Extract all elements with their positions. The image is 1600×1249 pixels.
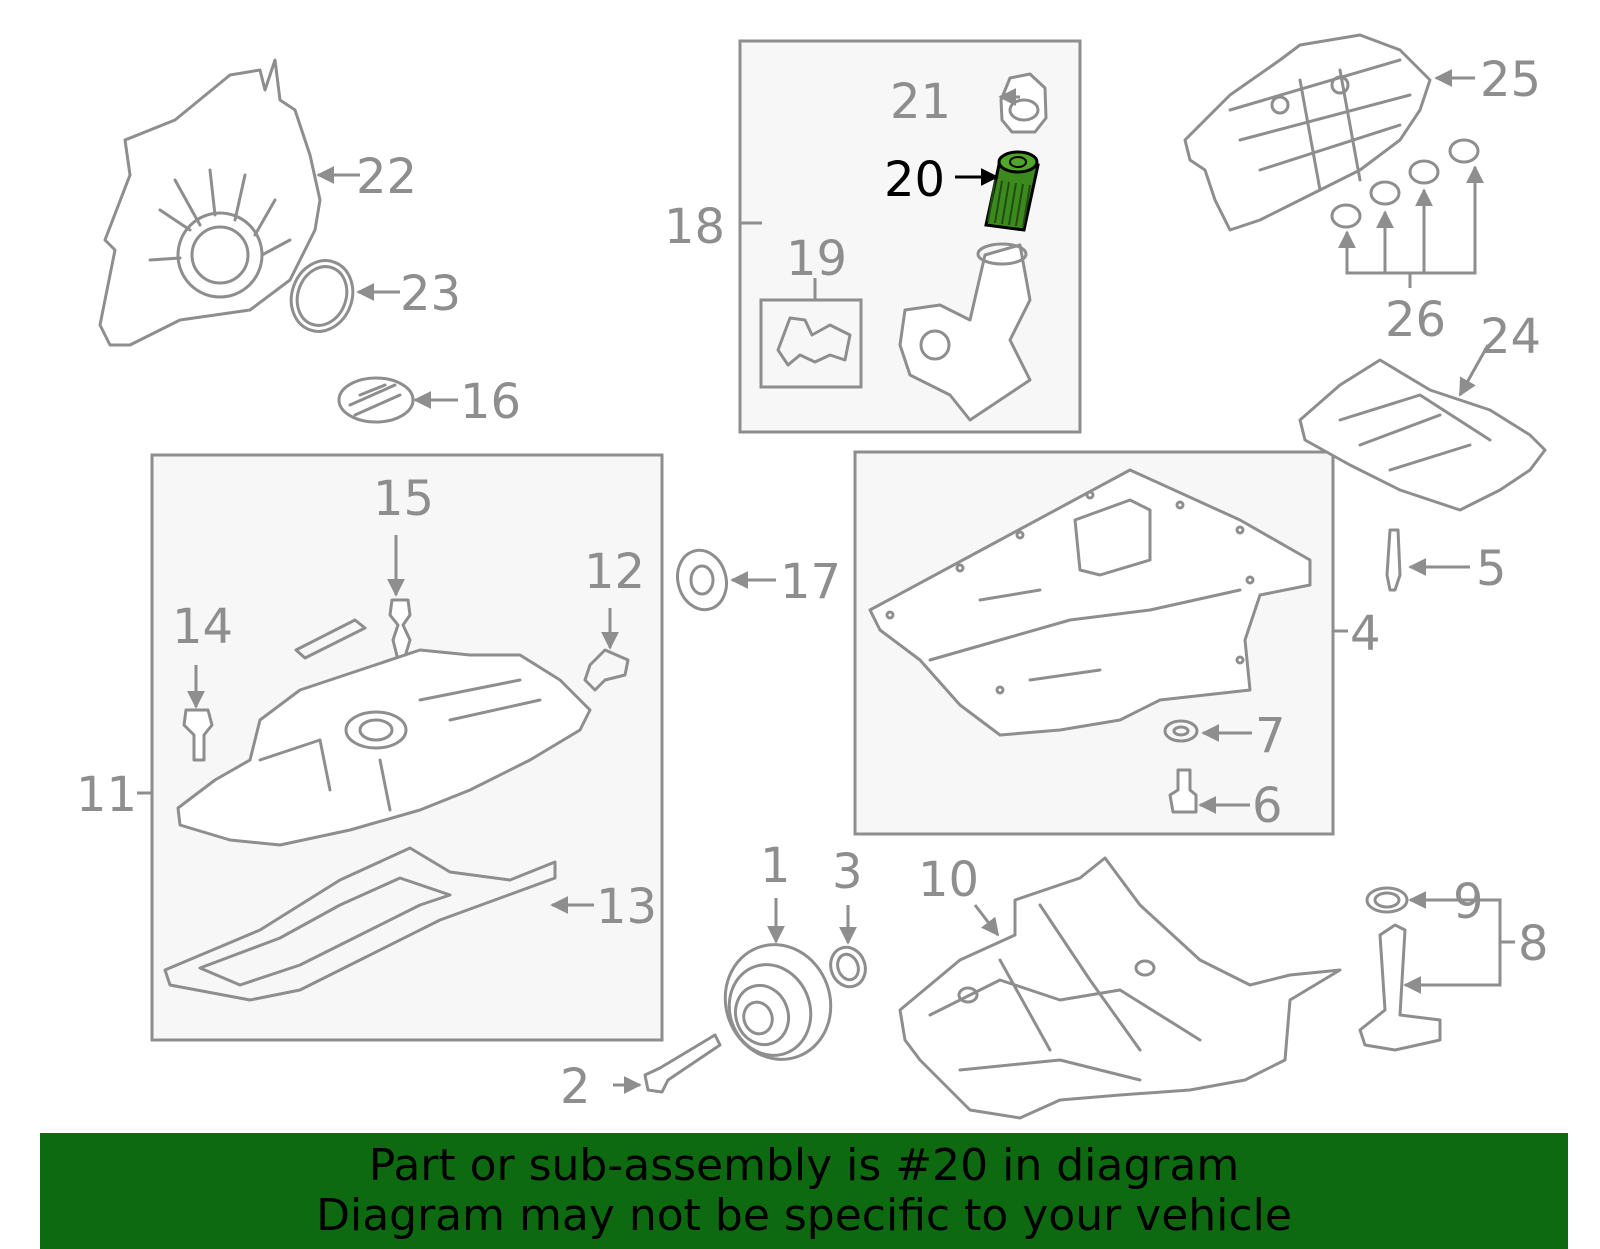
callout-26[interactable]: 26 xyxy=(1385,292,1446,348)
banner-line-disclaimer: Diagram may not be specific to your vehi… xyxy=(316,1190,1292,1241)
callout-3[interactable]: 3 xyxy=(832,844,863,900)
seal-ring-part[interactable] xyxy=(281,252,362,340)
callout-23[interactable]: 23 xyxy=(400,266,461,322)
baffle-plate-part[interactable] xyxy=(1298,358,1547,512)
callout-9[interactable]: 9 xyxy=(1453,874,1484,930)
callout-20[interactable]: 20 xyxy=(884,152,945,208)
idler-pulley-part[interactable] xyxy=(671,545,733,615)
callout-5[interactable]: 5 xyxy=(1476,541,1507,597)
callout-7[interactable]: 7 xyxy=(1255,708,1286,764)
callout-10[interactable]: 10 xyxy=(918,852,979,908)
callout-15[interactable]: 15 xyxy=(373,471,434,527)
valve-cover-gasket-part[interactable] xyxy=(163,846,557,1002)
callout-16[interactable]: 16 xyxy=(460,374,521,430)
upper-oil-pan-part[interactable] xyxy=(868,468,1312,737)
lower-oil-pan-part[interactable] xyxy=(898,856,1342,1120)
dipstick-tube-part[interactable] xyxy=(1358,923,1442,1052)
leader-lines xyxy=(137,69,1515,1094)
callout-24[interactable]: 24 xyxy=(1480,309,1541,365)
intake-manifold-part[interactable] xyxy=(1183,33,1432,232)
callout-18[interactable]: 18 xyxy=(664,199,725,255)
pulley-bolt-part[interactable] xyxy=(643,1033,722,1094)
o-ring-set-part[interactable] xyxy=(1330,138,1480,229)
group-box-19 xyxy=(759,298,863,389)
oil-filter-housing-part[interactable] xyxy=(898,242,1032,422)
callout-22[interactable]: 22 xyxy=(356,149,417,205)
housing-gasket-part[interactable] xyxy=(776,316,852,367)
small-gasket-part[interactable] xyxy=(583,648,630,692)
oil-filter-cap-part[interactable] xyxy=(999,72,1048,134)
callout-13[interactable]: 13 xyxy=(596,879,657,935)
callout-19[interactable]: 19 xyxy=(786,231,847,287)
banner-line-part-number: Part or sub-assembly is #20 in diagram xyxy=(368,1140,1240,1191)
front-seal-part[interactable] xyxy=(825,942,871,991)
callout-4[interactable]: 4 xyxy=(1350,606,1381,662)
callout-2[interactable]: 2 xyxy=(560,1059,591,1115)
callout-8[interactable]: 8 xyxy=(1518,916,1549,972)
callout-25[interactable]: 25 xyxy=(1480,52,1541,108)
cover-bolt-part[interactable] xyxy=(182,708,214,762)
oil-filter-part-highlighted[interactable] xyxy=(984,150,1040,232)
crankshaft-pulley-part[interactable] xyxy=(709,930,846,1075)
timing-cover-part[interactable] xyxy=(98,58,322,347)
drain-washer-part[interactable] xyxy=(1163,719,1199,743)
callout-21[interactable]: 21 xyxy=(890,74,951,130)
oil-level-sensor-part[interactable] xyxy=(1385,528,1402,592)
callout-11[interactable]: 11 xyxy=(76,767,137,823)
callout-17[interactable]: 17 xyxy=(780,554,841,610)
drain-plug-part[interactable] xyxy=(1168,768,1198,814)
dipstick-o-ring-part[interactable] xyxy=(1365,886,1409,914)
valve-cover-part[interactable] xyxy=(176,648,592,847)
cover-strip-part[interactable] xyxy=(294,618,367,660)
callout-labels: 22 23 16 21 20 18 19 25 26 24 15 12 14 1… xyxy=(76,52,1549,1115)
callout-1[interactable]: 1 xyxy=(760,838,791,894)
callout-6[interactable]: 6 xyxy=(1252,778,1283,834)
callout-14[interactable]: 14 xyxy=(172,599,233,655)
oil-filler-cap-part[interactable] xyxy=(337,376,415,424)
info-banner: Part or sub-assembly is #20 in diagram D… xyxy=(40,1133,1568,1249)
callout-12[interactable]: 12 xyxy=(584,544,645,600)
